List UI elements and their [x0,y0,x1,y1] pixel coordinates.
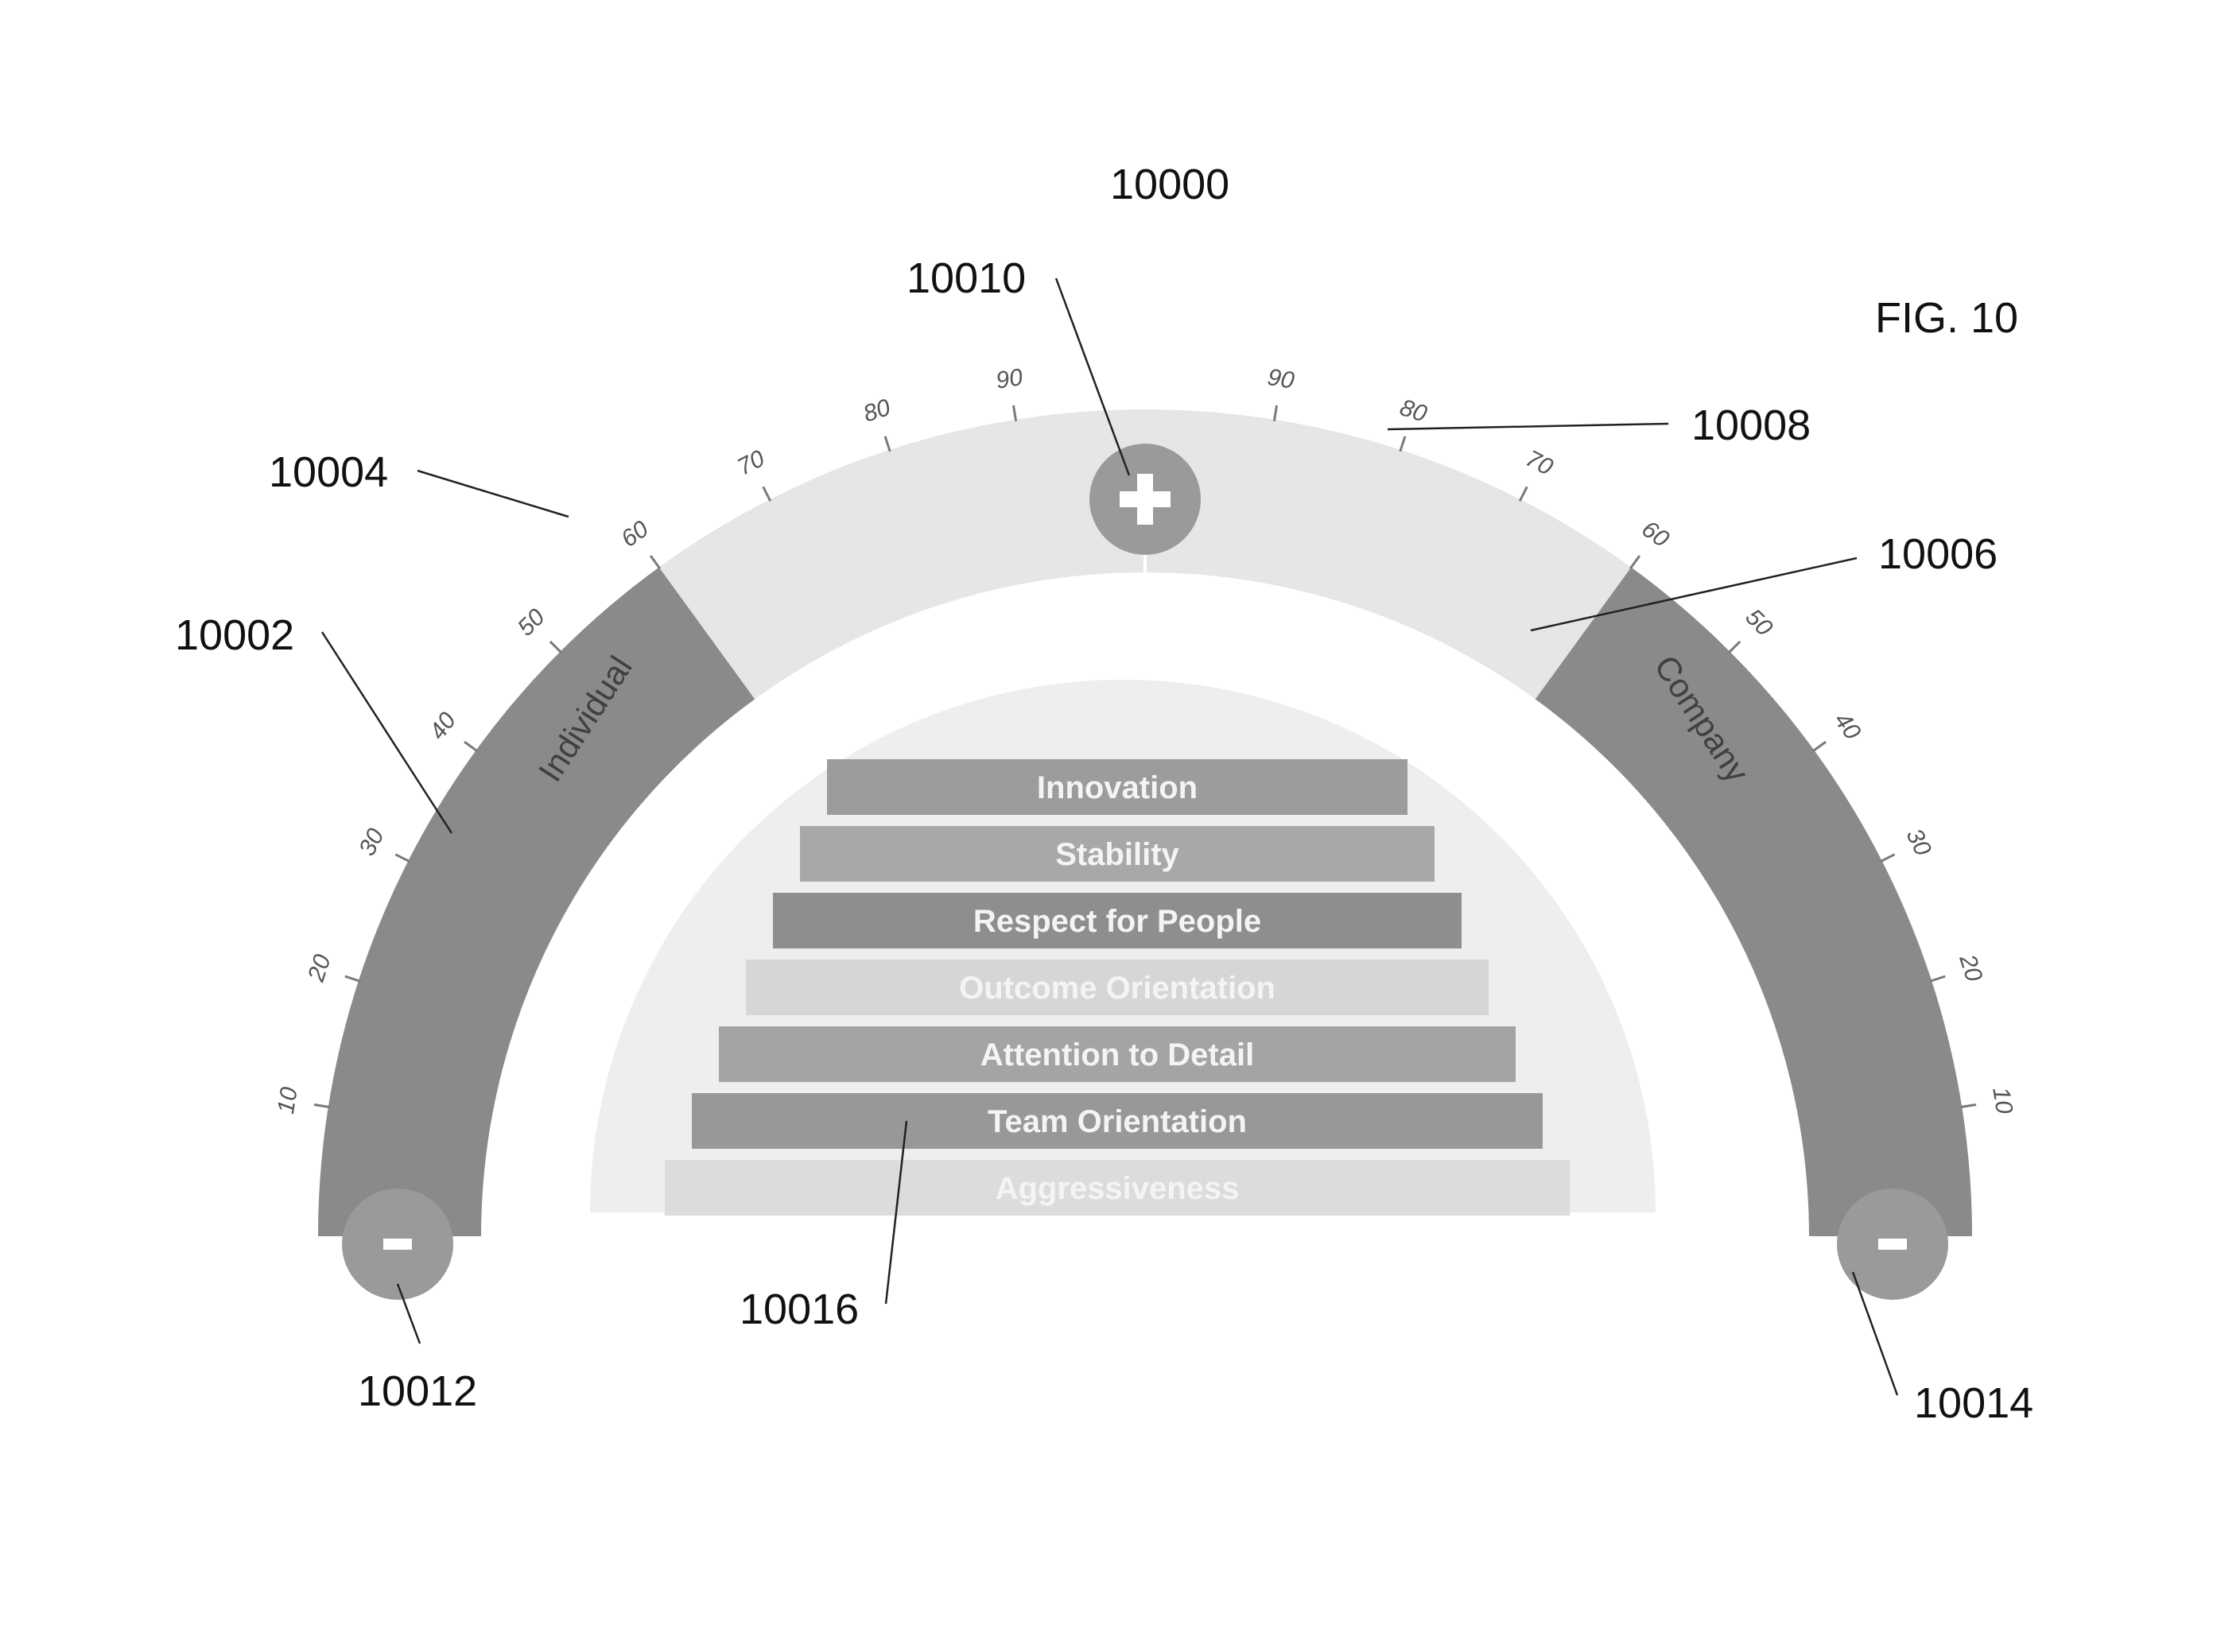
value-bar-label: Aggressiveness [996,1171,1240,1206]
right-tick-label-50: 50 [1740,604,1777,642]
ref-plus-button: 10010 [907,254,1026,302]
left-tick-10 [314,1104,330,1107]
left-tick-20 [345,976,360,981]
left-tick-label-20: 20 [303,951,336,985]
right-tick-label-10: 10 [1987,1085,2017,1115]
right-tick-10 [1960,1104,1976,1107]
left-tick-70 [763,487,771,501]
right-tick-60 [1630,556,1640,568]
value-bar-label: Innovation [1037,770,1198,805]
left-tick-label-40: 40 [425,708,461,745]
right-tick-40 [1813,742,1826,751]
plus-icon-vertical [1137,474,1153,525]
left-tick-50 [550,642,561,653]
right-tick-80 [1400,436,1405,452]
value-stack: InnovationStabilityRespect for PeopleOut… [665,759,1570,1216]
left-tick-label-90: 90 [994,364,1024,394]
right-tick-label-40: 40 [1829,708,1866,745]
minus-icon-bar [1878,1239,1907,1250]
ref-individual-segment: 10002 [175,611,294,659]
figure-label: FIG. 10 [1875,294,2018,342]
left-tick-30 [395,855,410,862]
ref-company-segment: 10006 [1878,530,1998,578]
left-tick-60 [650,556,660,568]
value-bar-label: Outcome Orientation [959,971,1275,1006]
ref-minus-right: 10014 [1914,1379,2033,1427]
minus-icon-bar [383,1239,412,1250]
leader-10004 [417,471,569,517]
right-tick-label-60: 60 [1637,516,1674,553]
ref-minus-left: 10012 [358,1367,477,1415]
ref-company-scale: 10008 [1691,401,1811,449]
right-tick-70 [1520,487,1527,501]
left-tick-label-60: 60 [616,516,654,553]
left-tick-label-70: 70 [733,445,769,481]
right-tick-50 [1729,642,1740,653]
ref-value-stack: 10016 [740,1286,859,1333]
left-tick-label-30: 30 [354,824,390,860]
left-tick-label-80: 80 [860,394,894,428]
left-tick-80 [885,436,890,452]
right-tick-label-30: 30 [1901,824,1936,860]
leader-10008 [1388,424,1668,429]
right-tick-30 [1881,855,1895,862]
value-bar-label: Respect for People [973,904,1261,939]
value-bar-label: Team Orientation [988,1104,1247,1139]
minus-button-left[interactable] [342,1189,453,1300]
left-tick-label-10: 10 [273,1085,303,1115]
left-tick-label-50: 50 [513,603,550,641]
plus-button[interactable] [1089,444,1201,555]
right-tick-label-90: 90 [1266,364,1296,394]
left-tick-90 [1013,405,1015,421]
ref-individual-scale: 10004 [269,448,388,496]
value-bar-label: Attention to Detail [980,1037,1254,1072]
right-tick-label-70: 70 [1521,445,1557,481]
ref-overall: 10000 [1110,161,1229,208]
left-tick-40 [464,742,477,751]
right-tick-label-20: 20 [1954,951,1987,985]
value-bar-label: Stability [1055,837,1179,872]
right-tick-20 [1930,976,1945,981]
right-tick-label-80: 80 [1396,394,1430,428]
minus-button-right[interactable] [1837,1189,1948,1300]
right-tick-90 [1274,405,1276,421]
